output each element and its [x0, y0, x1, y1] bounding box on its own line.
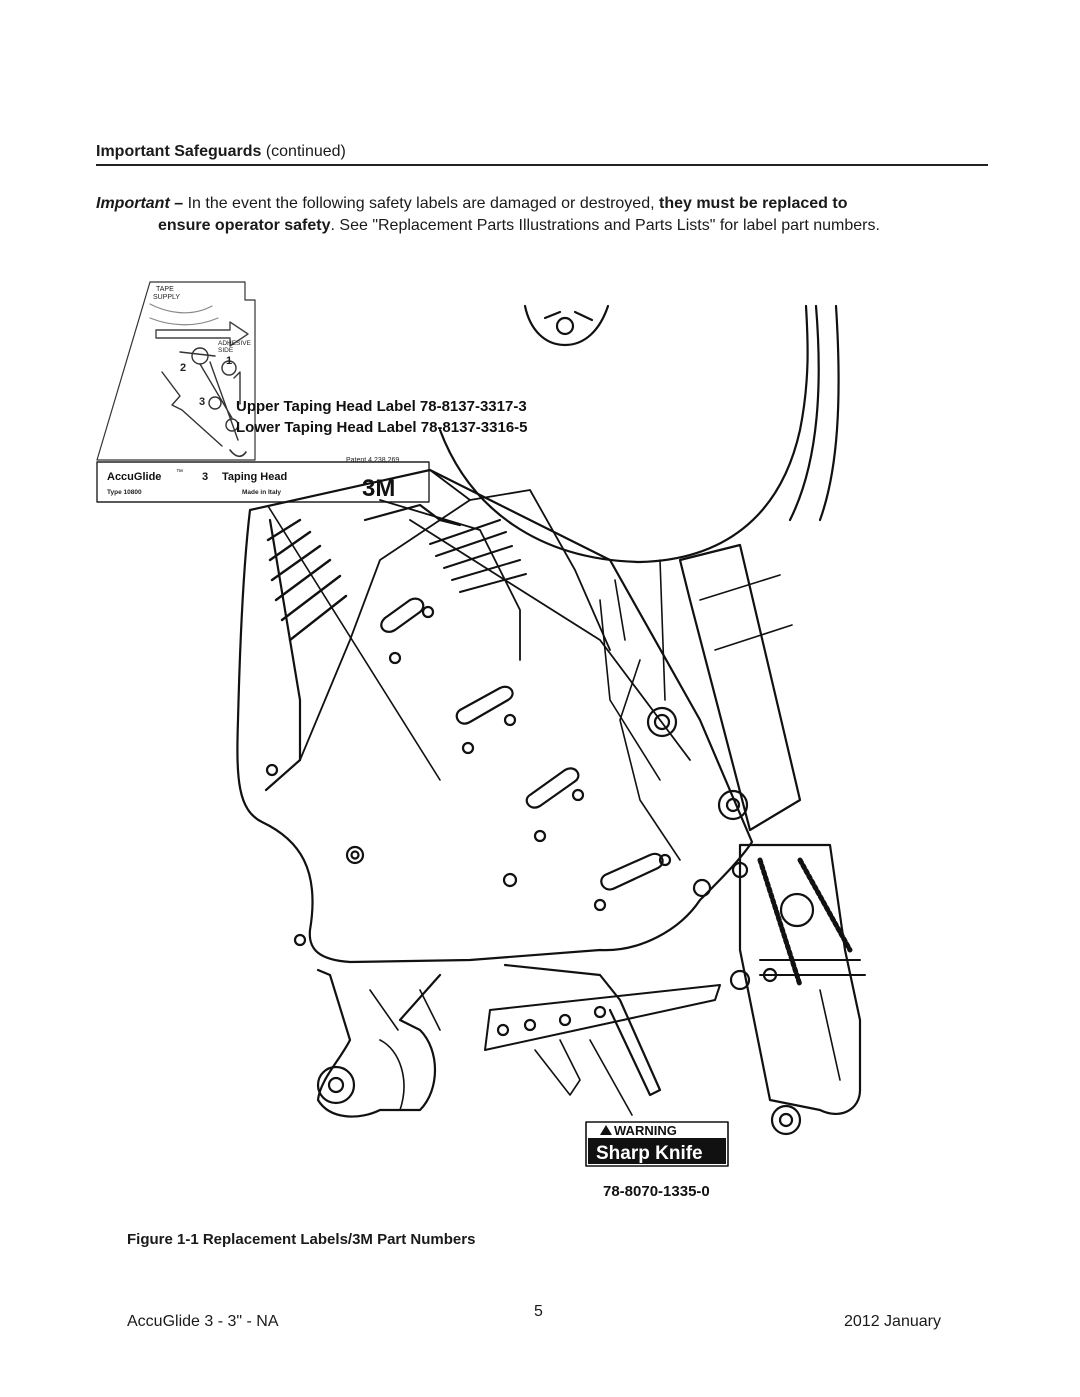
- product-tm: ™: [176, 469, 183, 476]
- warning-label-leader: [589, 1039, 633, 1116]
- tape-supply-text-2: SUPPLY: [153, 294, 180, 301]
- patent-text: Patent 4,238,269: [346, 457, 399, 464]
- safety-notice: Important – In the event the following s…: [96, 193, 976, 237]
- upper-label-leader: [267, 505, 441, 781]
- product-type-name: Taping Head: [222, 471, 287, 483]
- section-heading: Important Safeguards (continued): [96, 143, 346, 161]
- adhesive-side-text-1: ADHESIVE: [218, 340, 252, 347]
- notice-bold-1: they must be replaced to: [658, 195, 848, 212]
- notice-text-1: In the event the following safety labels…: [187, 195, 655, 212]
- product-origin: Made in Italy: [242, 489, 281, 496]
- product-size: 3: [202, 471, 208, 483]
- thread-number-3: 3: [199, 396, 205, 408]
- tape-supply-text-1: TAPE: [156, 286, 174, 293]
- lower-label-callout: Lower Taping Head Label 78-8137-3316-5: [236, 419, 528, 436]
- footer-date: 2012 January: [844, 1313, 941, 1330]
- warning-header: WARNING: [614, 1123, 677, 1138]
- taping-head-frame-drawing: [236, 468, 778, 991]
- notice-lead: Important –: [96, 195, 184, 212]
- tape-roll-drawing: [438, 304, 840, 564]
- notice-bold-2: ensure operator safety: [158, 217, 331, 234]
- warning-label-drawing: WARNING Sharp Knife: [585, 1121, 729, 1167]
- thread-number-1: 1: [226, 355, 232, 367]
- product-name: AccuGlide: [107, 471, 161, 483]
- heading-rule: [96, 164, 988, 166]
- adhesive-side-text-2: SIDE: [218, 347, 234, 354]
- figure-caption: Figure 1-1 Replacement Labels/3M Part Nu…: [127, 1231, 476, 1248]
- roller-arm-drawing: [599, 543, 866, 1136]
- upper-label-callout: Upper Taping Head Label 78-8137-3317-3: [236, 398, 527, 415]
- thread-number-2: 2: [180, 362, 186, 374]
- notice-text-2: . See "Replacement Parts Illustrations a…: [330, 217, 880, 234]
- product-label-drawing: Patent 4,238,269 AccuGlide ™ 3 Taping He…: [96, 457, 430, 503]
- page-number: 5: [534, 1303, 543, 1320]
- threading-label-drawing: TAPE SUPPLY ADHESIVE SIDE 1 2 3: [96, 281, 256, 461]
- product-type-code: Type 10800: [107, 489, 142, 496]
- lower-roller-drawing: [316, 963, 721, 1118]
- section-heading-bold: Important Safeguards: [96, 143, 262, 160]
- warning-text: Sharp Knife: [596, 1143, 703, 1164]
- footer-product: AccuGlide 3 - 3" - NA: [127, 1313, 279, 1330]
- notice-line-2: ensure operator safety. See "Replacement…: [96, 215, 976, 237]
- warning-part-number: 78-8070-1335-0: [603, 1183, 710, 1200]
- section-heading-rest: (continued): [265, 143, 346, 160]
